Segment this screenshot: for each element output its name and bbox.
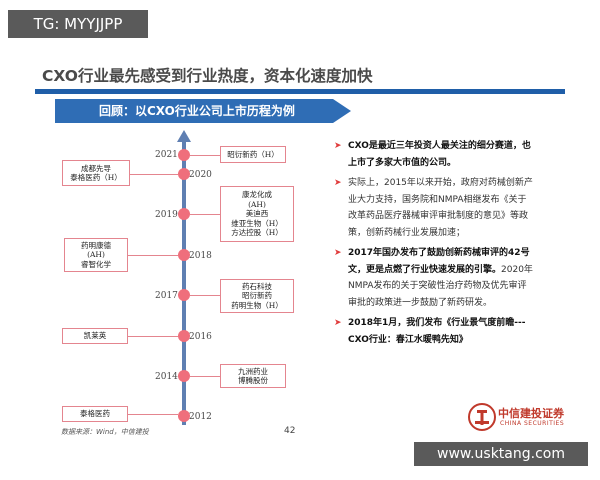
company-name: 九洲药业 bbox=[238, 366, 268, 376]
timeline-axis bbox=[182, 140, 186, 425]
year-label-2012: 2012 bbox=[189, 412, 212, 422]
company-box-2017: 药石科技昭衍新药药明生物（H） bbox=[220, 279, 294, 313]
company-name: 泰格医药（H） bbox=[70, 173, 122, 182]
bullet-arrow-icon: ➤ bbox=[334, 178, 342, 188]
bullet-arrow-icon: ➤ bbox=[334, 141, 342, 151]
year-label-2014: 2014 bbox=[155, 372, 178, 382]
page-number: 42 bbox=[284, 426, 296, 436]
year-label-2018: 2018 bbox=[189, 251, 212, 261]
company-name: 药石科技 bbox=[241, 281, 272, 291]
connector-2021 bbox=[190, 155, 220, 156]
connector-2019 bbox=[190, 214, 220, 215]
section-header: 回顾：以CXO行业公司上市历程为例 bbox=[55, 99, 351, 123]
timeline-dot-2018 bbox=[178, 249, 190, 261]
bullet-item: ➤ 2017年国办发布了鼓励创新药械审评的42号文，更是点燃了行业快速发展的引擎… bbox=[334, 245, 534, 311]
bullet-text: 2020年NMPA发布的关于突破性治疗药物及优先审评审批的政策进一步鼓励了新药研… bbox=[348, 264, 533, 308]
company-name: (AH) bbox=[87, 250, 105, 260]
timeline-arrow-icon bbox=[177, 130, 191, 142]
timeline-dot-2012 bbox=[178, 410, 190, 422]
connector-2020 bbox=[130, 174, 178, 175]
title-underline bbox=[35, 89, 565, 94]
company-name: 睿智化学 bbox=[81, 259, 111, 269]
slide-title: CXO行业最先感受到行业热度，资本化速度加快 bbox=[42, 67, 373, 85]
timeline-dot-2014 bbox=[178, 370, 190, 382]
company-box-2014: 九洲药业博腾股份 bbox=[220, 364, 286, 388]
company-name: 药明生物（H） bbox=[231, 300, 283, 310]
company-name: 昭衍新药（H） bbox=[227, 149, 279, 159]
timeline-dot-2017 bbox=[178, 289, 190, 301]
bullet-arrow-icon: ➤ bbox=[334, 248, 342, 258]
year-label-2021: 2021 bbox=[155, 150, 178, 160]
company-box-2016: 凯莱英 bbox=[62, 328, 128, 344]
bullet-bold-text: CXO是最近三年投资人最关注的细分赛道，也上市了多家大市值的公司。 bbox=[348, 141, 531, 168]
connector-2017 bbox=[190, 295, 220, 296]
year-label-2016: 2016 bbox=[189, 332, 212, 342]
connector-2016 bbox=[128, 336, 178, 337]
bullet-bold-text: 2017年国办发布了鼓励创新药械审评的42号文，更是点燃了行业快速发展的引擎。 bbox=[348, 248, 530, 275]
brand-name: 中信建投证券 bbox=[498, 407, 564, 420]
bullet-list: ➤ CXO是最近三年投资人最关注的细分赛道，也上市了多家大市值的公司。 ➤ 实际… bbox=[334, 138, 534, 352]
bullet-item: ➤ CXO是最近三年投资人最关注的细分赛道，也上市了多家大市值的公司。 bbox=[334, 138, 534, 171]
company-name: 成都先导 bbox=[80, 163, 111, 173]
company-name: 康龙化成 bbox=[241, 190, 272, 200]
timeline-dot-2021 bbox=[178, 149, 190, 161]
data-source-note: 数据来源：Wind，中信建投 bbox=[61, 428, 149, 436]
timeline-dot-2016 bbox=[178, 330, 190, 342]
company-box-2018: 药明康德(AH)睿智化学 bbox=[64, 238, 128, 272]
channel-tag: TG: MYYJJPP bbox=[8, 10, 148, 38]
company-name: 药明康德 bbox=[81, 240, 111, 250]
company-name: 泰格医药 bbox=[80, 409, 110, 419]
company-name: 美迪西 bbox=[245, 209, 269, 219]
company-box-2012: 泰格医药 bbox=[62, 406, 128, 422]
bullet-arrow-icon: ➤ bbox=[334, 318, 342, 328]
company-box-2020: 成都先导泰格医药（H） bbox=[62, 160, 130, 186]
company-name: (AH) bbox=[248, 199, 266, 209]
company-box-2019: 康龙化成(AH)美迪西维亚生物（H）方达控股（H） bbox=[220, 186, 294, 242]
company-name: 方达控股（H） bbox=[231, 228, 283, 238]
company-name: 维亚生物（H） bbox=[231, 218, 283, 228]
watermark-url: www.usktang.com bbox=[414, 442, 588, 466]
year-label-2017: 2017 bbox=[155, 291, 178, 301]
company-name: 昭衍新药 bbox=[241, 291, 272, 301]
company-name: 博腾股份 bbox=[238, 376, 268, 385]
bullet-bold-text: 2018年1月，我们发布《行业景气度前瞻---CXO行业：春江水暖鸭先知》 bbox=[348, 318, 526, 345]
bullet-text: 实际上，2015年以来开始，政府对药械创新产业大力支持，国务院和NMPA相继发布… bbox=[348, 178, 533, 238]
connector-2012 bbox=[128, 414, 178, 415]
bullet-item: ➤ 2018年1月，我们发布《行业景气度前瞻---CXO行业：春江水暖鸭先知》 bbox=[334, 315, 534, 348]
connector-2014 bbox=[190, 376, 220, 377]
timeline-dot-2019 bbox=[178, 208, 190, 220]
company-box-2021: 昭衍新药（H） bbox=[220, 146, 286, 163]
brand-logo-icon bbox=[468, 403, 496, 431]
year-label-2020: 2020 bbox=[189, 170, 212, 180]
bullet-item: ➤ 实际上，2015年以来开始，政府对药械创新产业大力支持，国务院和NMPA相继… bbox=[334, 175, 534, 241]
company-name: 凯莱英 bbox=[83, 331, 107, 341]
timeline-dot-2020 bbox=[178, 168, 190, 180]
brand-name-en: CHINA SECURITIES bbox=[500, 420, 565, 427]
year-label-2019: 2019 bbox=[155, 210, 178, 220]
connector-2018 bbox=[128, 255, 178, 256]
